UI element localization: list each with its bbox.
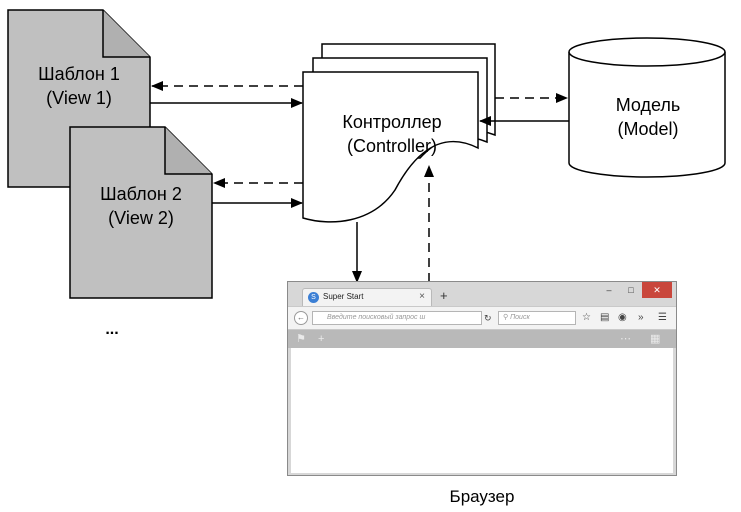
- model-cylinder-body: [568, 52, 726, 178]
- browser-content-area: [291, 348, 673, 473]
- view2-title: Шаблон 2: [100, 184, 182, 204]
- minimize-button[interactable]: –: [606, 285, 612, 295]
- model-subtitle: (Model): [617, 119, 679, 139]
- controller-title: Контроллер: [342, 112, 442, 132]
- view1-subtitle: (View 1): [46, 88, 112, 108]
- menu-hamburger-icon[interactable]: ☰: [658, 312, 667, 323]
- window-close-button[interactable]: ✕: [642, 282, 672, 298]
- search-field[interactable]: ⚲ Поиск: [498, 311, 576, 325]
- view1-fold: [102, 10, 150, 58]
- view1-title: Шаблон 1: [38, 64, 120, 84]
- controller-label: Контроллер (Controller): [318, 110, 466, 158]
- more-dots-icon[interactable]: ⋯: [620, 333, 631, 345]
- back-arrow-icon[interactable]: ←: [294, 311, 308, 325]
- pocket-icon[interactable]: ◉: [618, 312, 627, 323]
- search-icon: ⚲: [503, 314, 509, 321]
- controller-page-front: [302, 71, 479, 223]
- browser-caption: Браузер: [449, 487, 515, 506]
- model-cylinder-top: [568, 37, 726, 67]
- super-start-icon: S: [308, 292, 319, 303]
- model-title: Модель: [615, 95, 681, 115]
- browser-tab-title: Super Start: [323, 292, 364, 301]
- add-icon[interactable]: +: [318, 333, 325, 345]
- url-bar[interactable]: Введите поисковый запрос ш: [312, 311, 482, 325]
- view2-label: Шаблон 2 (View 2): [70, 182, 212, 230]
- browser-titlebar: S Super Start × + – □ ✕: [288, 282, 676, 306]
- model-label: Модель (Model): [590, 93, 706, 141]
- bookmark-star-icon[interactable]: ☆: [582, 312, 591, 323]
- browser-tab[interactable]: S Super Start ×: [302, 288, 432, 306]
- flag-icon[interactable]: ⚑: [296, 333, 306, 345]
- super-start-toolbar: ⚑ + ⋯ ▦: [288, 330, 676, 348]
- tab-close-icon[interactable]: ×: [419, 291, 425, 302]
- bookmarks-list-icon[interactable]: ▤: [600, 312, 610, 323]
- maximize-button[interactable]: □: [628, 285, 634, 295]
- overflow-chevron-icon[interactable]: »: [638, 312, 644, 323]
- new-tab-button[interactable]: +: [440, 288, 448, 303]
- more-views-ellipsis: ...: [105, 321, 119, 338]
- search-placeholder: Поиск: [510, 314, 530, 321]
- view2-fold: [164, 127, 212, 175]
- browser-window: S Super Start × + – □ ✕ ← Введите поиско…: [287, 281, 677, 476]
- controller-subtitle: (Controller): [346, 136, 438, 156]
- notes-icon[interactable]: ▦: [650, 333, 661, 345]
- view2-subtitle: (View 2): [108, 208, 174, 228]
- reload-icon[interactable]: ↻: [484, 313, 492, 323]
- view1-label: Шаблон 1 (View 1): [8, 62, 150, 110]
- browser-navbar: ← Введите поисковый запрос ш ↻ ⚲ Поиск ☆…: [288, 306, 676, 330]
